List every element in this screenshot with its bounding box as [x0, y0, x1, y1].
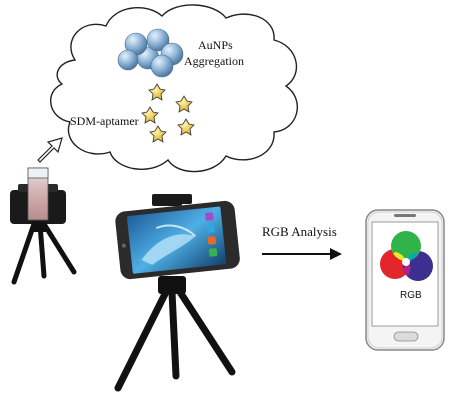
- rgb-analysis-label: RGB Analysis: [262, 224, 337, 239]
- aptamer-particle: [177, 118, 195, 136]
- aunps-label-line2: Aggregation: [184, 54, 244, 68]
- aunp-aggregate: [117, 28, 184, 78]
- smartphone-tripod: [114, 194, 240, 392]
- aptamer-particle: [175, 95, 193, 113]
- aptamer-particles: [141, 83, 195, 143]
- rgb-venn: [380, 231, 433, 281]
- aunps-label-line1: AuNPs: [198, 38, 233, 52]
- cuvette-holder-tripod: [10, 167, 77, 285]
- cloud-pointer-arrow: [37, 137, 63, 163]
- aptamer-particle: [149, 125, 167, 143]
- thought-cloud: [49, 4, 298, 173]
- rgb-label: RGB: [400, 290, 422, 301]
- sdm-aptamer-label: SDM-aptamer: [70, 114, 139, 128]
- rgb-analysis-arrow: [262, 248, 342, 260]
- aptamer-particle: [148, 83, 166, 101]
- rgb-result-phone: [365, 209, 445, 351]
- green-circle: [391, 231, 421, 261]
- aptamer-particle: [141, 106, 159, 124]
